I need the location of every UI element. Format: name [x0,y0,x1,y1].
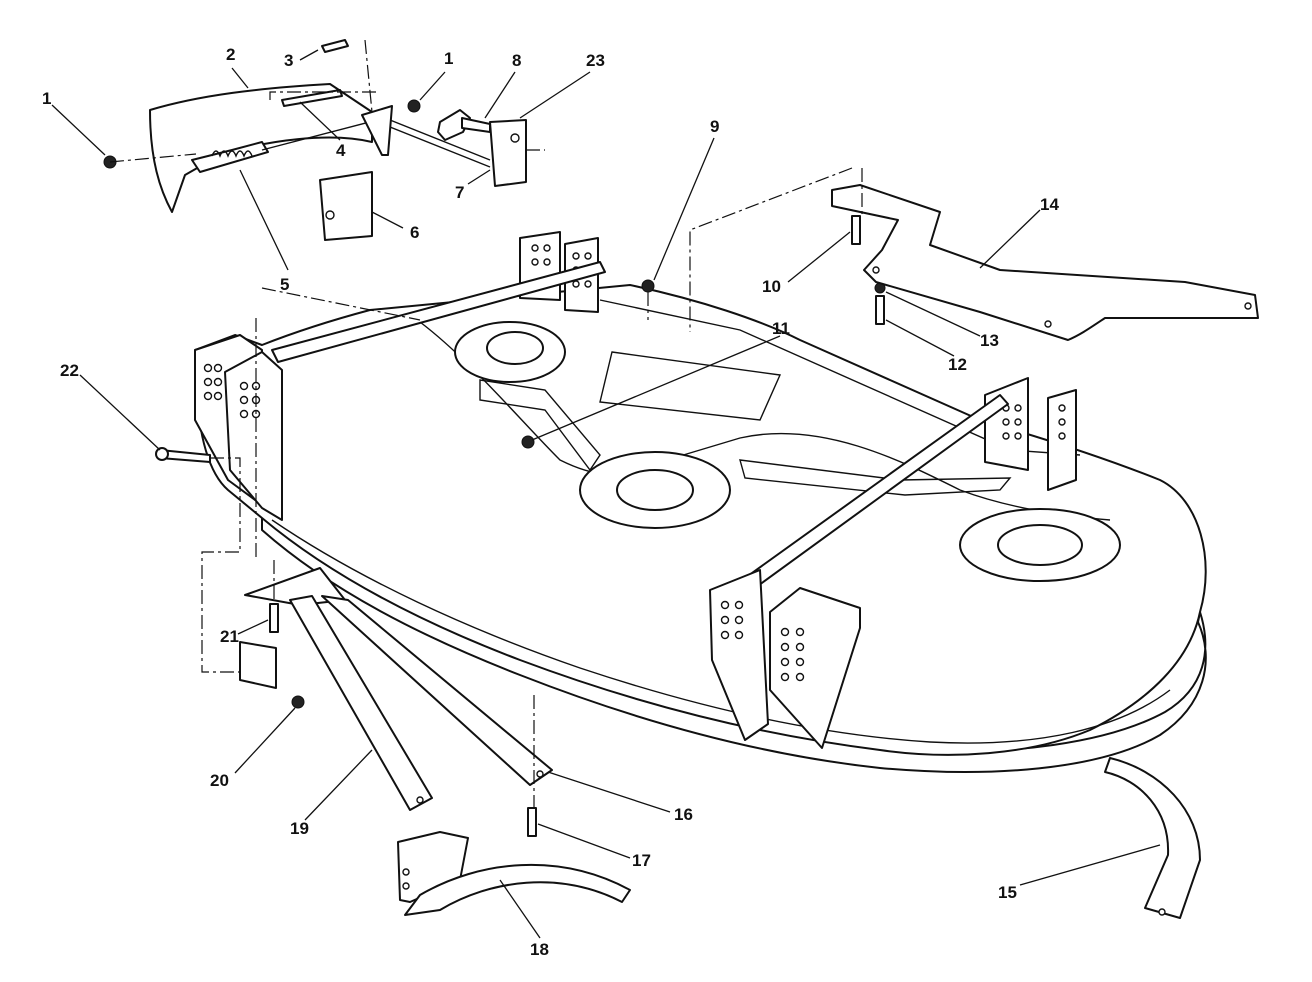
callout-18: 18 [530,940,549,959]
bolt-22-head [155,447,169,461]
callout-9: 9 [710,117,719,136]
gauge-wheel-bracket-18 [397,831,631,916]
callout-10: 10 [762,277,781,296]
callout-14: 14 [1040,195,1059,214]
callout-6: 6 [410,223,419,242]
nut-9 [641,279,655,293]
callout-4: 4 [336,141,346,160]
callout-23: 23 [586,51,605,70]
bolt-21 [269,603,279,633]
callout-22: 22 [60,361,79,380]
nut-11 [521,435,535,449]
screw-3 [321,39,349,53]
callout-1b: 1 [444,49,453,68]
leader-lines [51,49,1161,939]
callout-5: 5 [280,275,289,294]
front-deck-mount-brackets [709,569,861,749]
bolt-10 [851,215,861,245]
callout-11: 11 [772,319,790,338]
callout-8: 8 [512,51,521,70]
callout-17: 17 [632,851,651,870]
callout-16: 16 [674,805,693,824]
deck-housing [194,284,1207,773]
bolt-12 [875,295,885,325]
callout-12: 12 [948,355,967,374]
callout-labels: 1 1 2 3 4 5 6 7 8 23 9 10 11 12 13 14 15… [42,45,1059,959]
callout-13: 13 [980,331,999,350]
rear-baffle-14 [831,184,1259,341]
strap-15 [1104,757,1201,919]
callout-19: 19 [290,819,309,838]
callout-20: 20 [210,771,229,790]
support-arms-16-19 [239,567,553,811]
callout-2: 2 [226,45,235,64]
callout-7: 7 [455,183,464,202]
assembly-lines [109,39,863,808]
callout-3: 3 [284,51,293,70]
nut-1b [407,99,421,113]
left-deck-mount-brackets [194,334,283,521]
nut-20 [291,695,305,709]
callout-1a: 1 [42,89,51,108]
callout-21: 21 [220,627,239,646]
rear-deck-mount-brackets [271,231,606,363]
discharge-deflector-assembly [149,83,527,241]
bolt-17 [527,807,537,837]
callout-15: 15 [998,883,1017,902]
